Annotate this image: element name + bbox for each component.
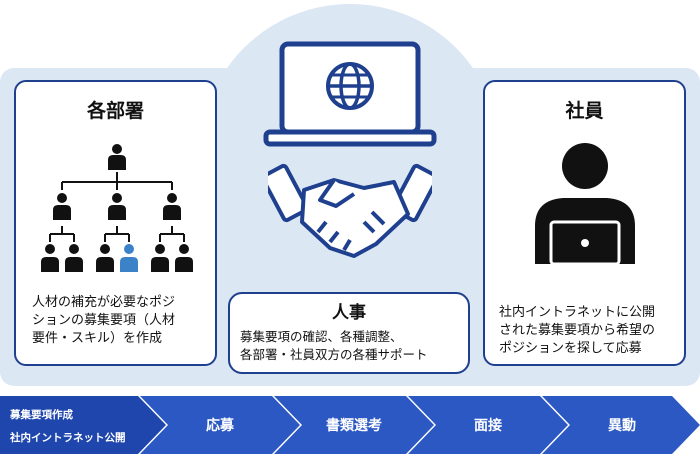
flow-step-apply: 応募 xyxy=(206,418,234,434)
flow-step-screening: 書類選考 xyxy=(326,418,382,434)
text-line: 社内イントラネットに公開 xyxy=(499,305,656,320)
text-line: 要件・スキル）を作成 xyxy=(32,331,163,346)
text-line: ションの募集要項（人材 xyxy=(32,313,176,328)
handshake-icon xyxy=(268,163,432,258)
text-line: 募集要項の確認、各種調整、 xyxy=(240,329,403,344)
laptop-globe-icon xyxy=(263,41,437,147)
employee-card: 社員 社内イントラネットに公開 された募集要項から希望の ポジションを探して応募 xyxy=(483,80,686,366)
flow-step-1-line-1: 募集要項作成 xyxy=(10,409,73,421)
departments-description: 人材の補充が必要なポジ ションの募集要項（人材 要件・スキル）を作成 xyxy=(32,294,212,348)
text-line: された募集要項から希望の xyxy=(499,323,656,338)
flow-step-chevron xyxy=(542,396,700,454)
hr-title: 人事 xyxy=(332,303,366,323)
process-flow: 募集要項作成 社内イントラネット公開 応募 書類選考 面接 異動 xyxy=(0,396,700,454)
employee-description: 社内イントラネットに公開 された募集要項から希望の ポジションを探して応募 xyxy=(499,304,679,358)
flow-step-chevron xyxy=(140,396,300,454)
text-line: 人材の補充が必要なポジ xyxy=(32,295,176,310)
hr-description: 募集要項の確認、各種調整、 各部署・社員双方の各種サポート xyxy=(240,328,465,364)
flow-step-chevron xyxy=(274,396,434,454)
person-laptop-icon xyxy=(535,143,635,266)
employee-title: 社員 xyxy=(565,100,604,122)
flow-step-transfer: 異動 xyxy=(608,418,636,434)
hr-card: 人事 募集要項の確認、各種調整、 各部署・社員双方の各種サポート xyxy=(228,292,470,374)
flow-step-1-line-2: 社内イントラネット公開 xyxy=(10,432,126,444)
flow-step-interview: 面接 xyxy=(474,418,502,434)
text-line: ポジションを探して応募 xyxy=(499,341,642,356)
flow-step-chevron xyxy=(408,396,568,454)
text-line: 各部署・社員双方の各種サポート xyxy=(240,347,428,362)
departments-card: 各部署 人材の補充が xyxy=(14,80,217,366)
departments-title: 各部署 xyxy=(86,100,144,122)
org-chart-icon xyxy=(41,144,193,272)
flow-step-chevron xyxy=(0,396,166,454)
